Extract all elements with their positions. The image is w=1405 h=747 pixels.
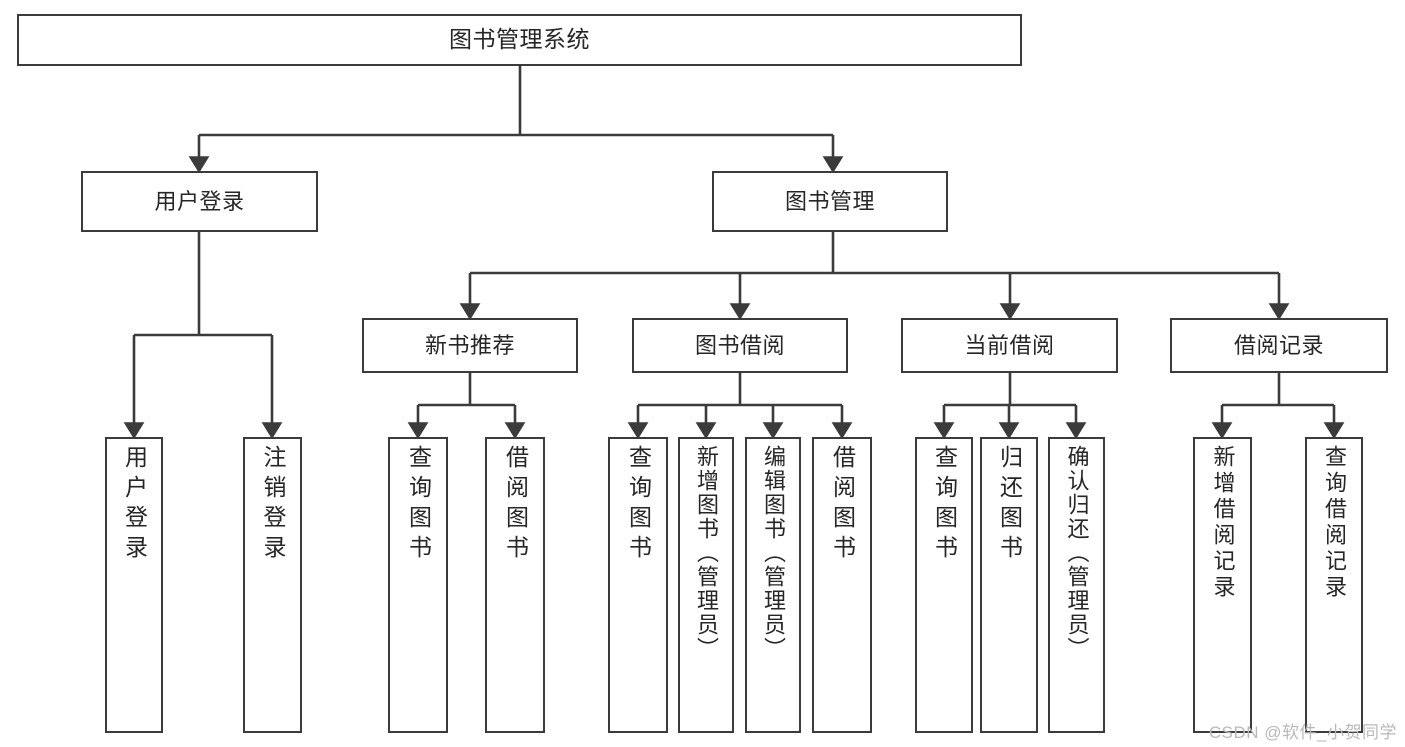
node-leaf-borrow-book-2-label: 借阅图书 [829,445,856,565]
node-new-book-recommend-label: 新书推荐 [424,332,515,358]
node-leaf-query-record[interactable]: 查询借阅记录 [1305,437,1363,733]
node-leaf-return-book[interactable]: 归还图书 [980,437,1038,733]
node-leaf-query-book-1[interactable]: 查询图书 [388,437,448,733]
node-root-label: 图书管理系统 [449,26,590,53]
node-leaf-borrow-book-1-label: 借阅图书 [502,445,529,565]
node-leaf-borrow-book-2[interactable]: 借阅图书 [812,437,872,733]
node-borrow-record[interactable]: 借阅记录 [1170,318,1388,373]
node-leaf-query-book-3[interactable]: 查询图书 [915,437,973,733]
node-leaf-logout-label: 注销登录 [260,445,286,565]
node-leaf-logout[interactable]: 注销登录 [243,437,302,733]
node-leaf-add-book-label: 新增图书（管理员） [694,445,719,661]
node-leaf-return-book-label: 归还图书 [996,445,1023,565]
node-leaf-edit-book-label: 编辑图书（管理员） [761,445,786,661]
node-leaf-edit-book[interactable]: 编辑图书（管理员） [745,437,801,733]
node-leaf-query-book-1-label: 查询图书 [405,445,432,565]
node-leaf-borrow-book-1[interactable]: 借阅图书 [485,437,545,733]
node-book-manage[interactable]: 图书管理 [712,171,948,232]
node-leaf-add-record-label: 新增借阅记录 [1210,445,1236,601]
node-leaf-confirm-return-label: 确认归还（管理员） [1064,445,1090,661]
node-new-book-recommend[interactable]: 新书推荐 [362,318,578,373]
node-leaf-user-login-label: 用户登录 [121,445,148,565]
node-leaf-query-record-label: 查询借阅记录 [1322,445,1347,601]
node-leaf-confirm-return[interactable]: 确认归还（管理员） [1048,437,1105,733]
node-current-borrow[interactable]: 当前借阅 [901,318,1118,373]
node-leaf-query-book-2[interactable]: 查询图书 [608,437,668,733]
node-book-borrow-label: 图书借阅 [694,332,785,358]
node-book-manage-label: 图书管理 [784,188,875,214]
node-book-borrow[interactable]: 图书借阅 [632,318,848,373]
node-leaf-user-login[interactable]: 用户登录 [105,437,163,733]
node-leaf-add-record[interactable]: 新增借阅记录 [1193,437,1252,733]
node-leaf-add-book[interactable]: 新增图书（管理员） [678,437,734,733]
node-current-borrow-label: 当前借阅 [964,332,1055,358]
node-user-login[interactable]: 用户登录 [81,171,318,232]
node-borrow-record-label: 借阅记录 [1233,332,1324,358]
node-leaf-query-book-2-label: 查询图书 [625,445,652,565]
node-leaf-query-book-3-label: 查询图书 [931,445,958,565]
node-root[interactable]: 图书管理系统 [17,14,1022,66]
node-user-login-label: 用户登录 [154,188,245,214]
